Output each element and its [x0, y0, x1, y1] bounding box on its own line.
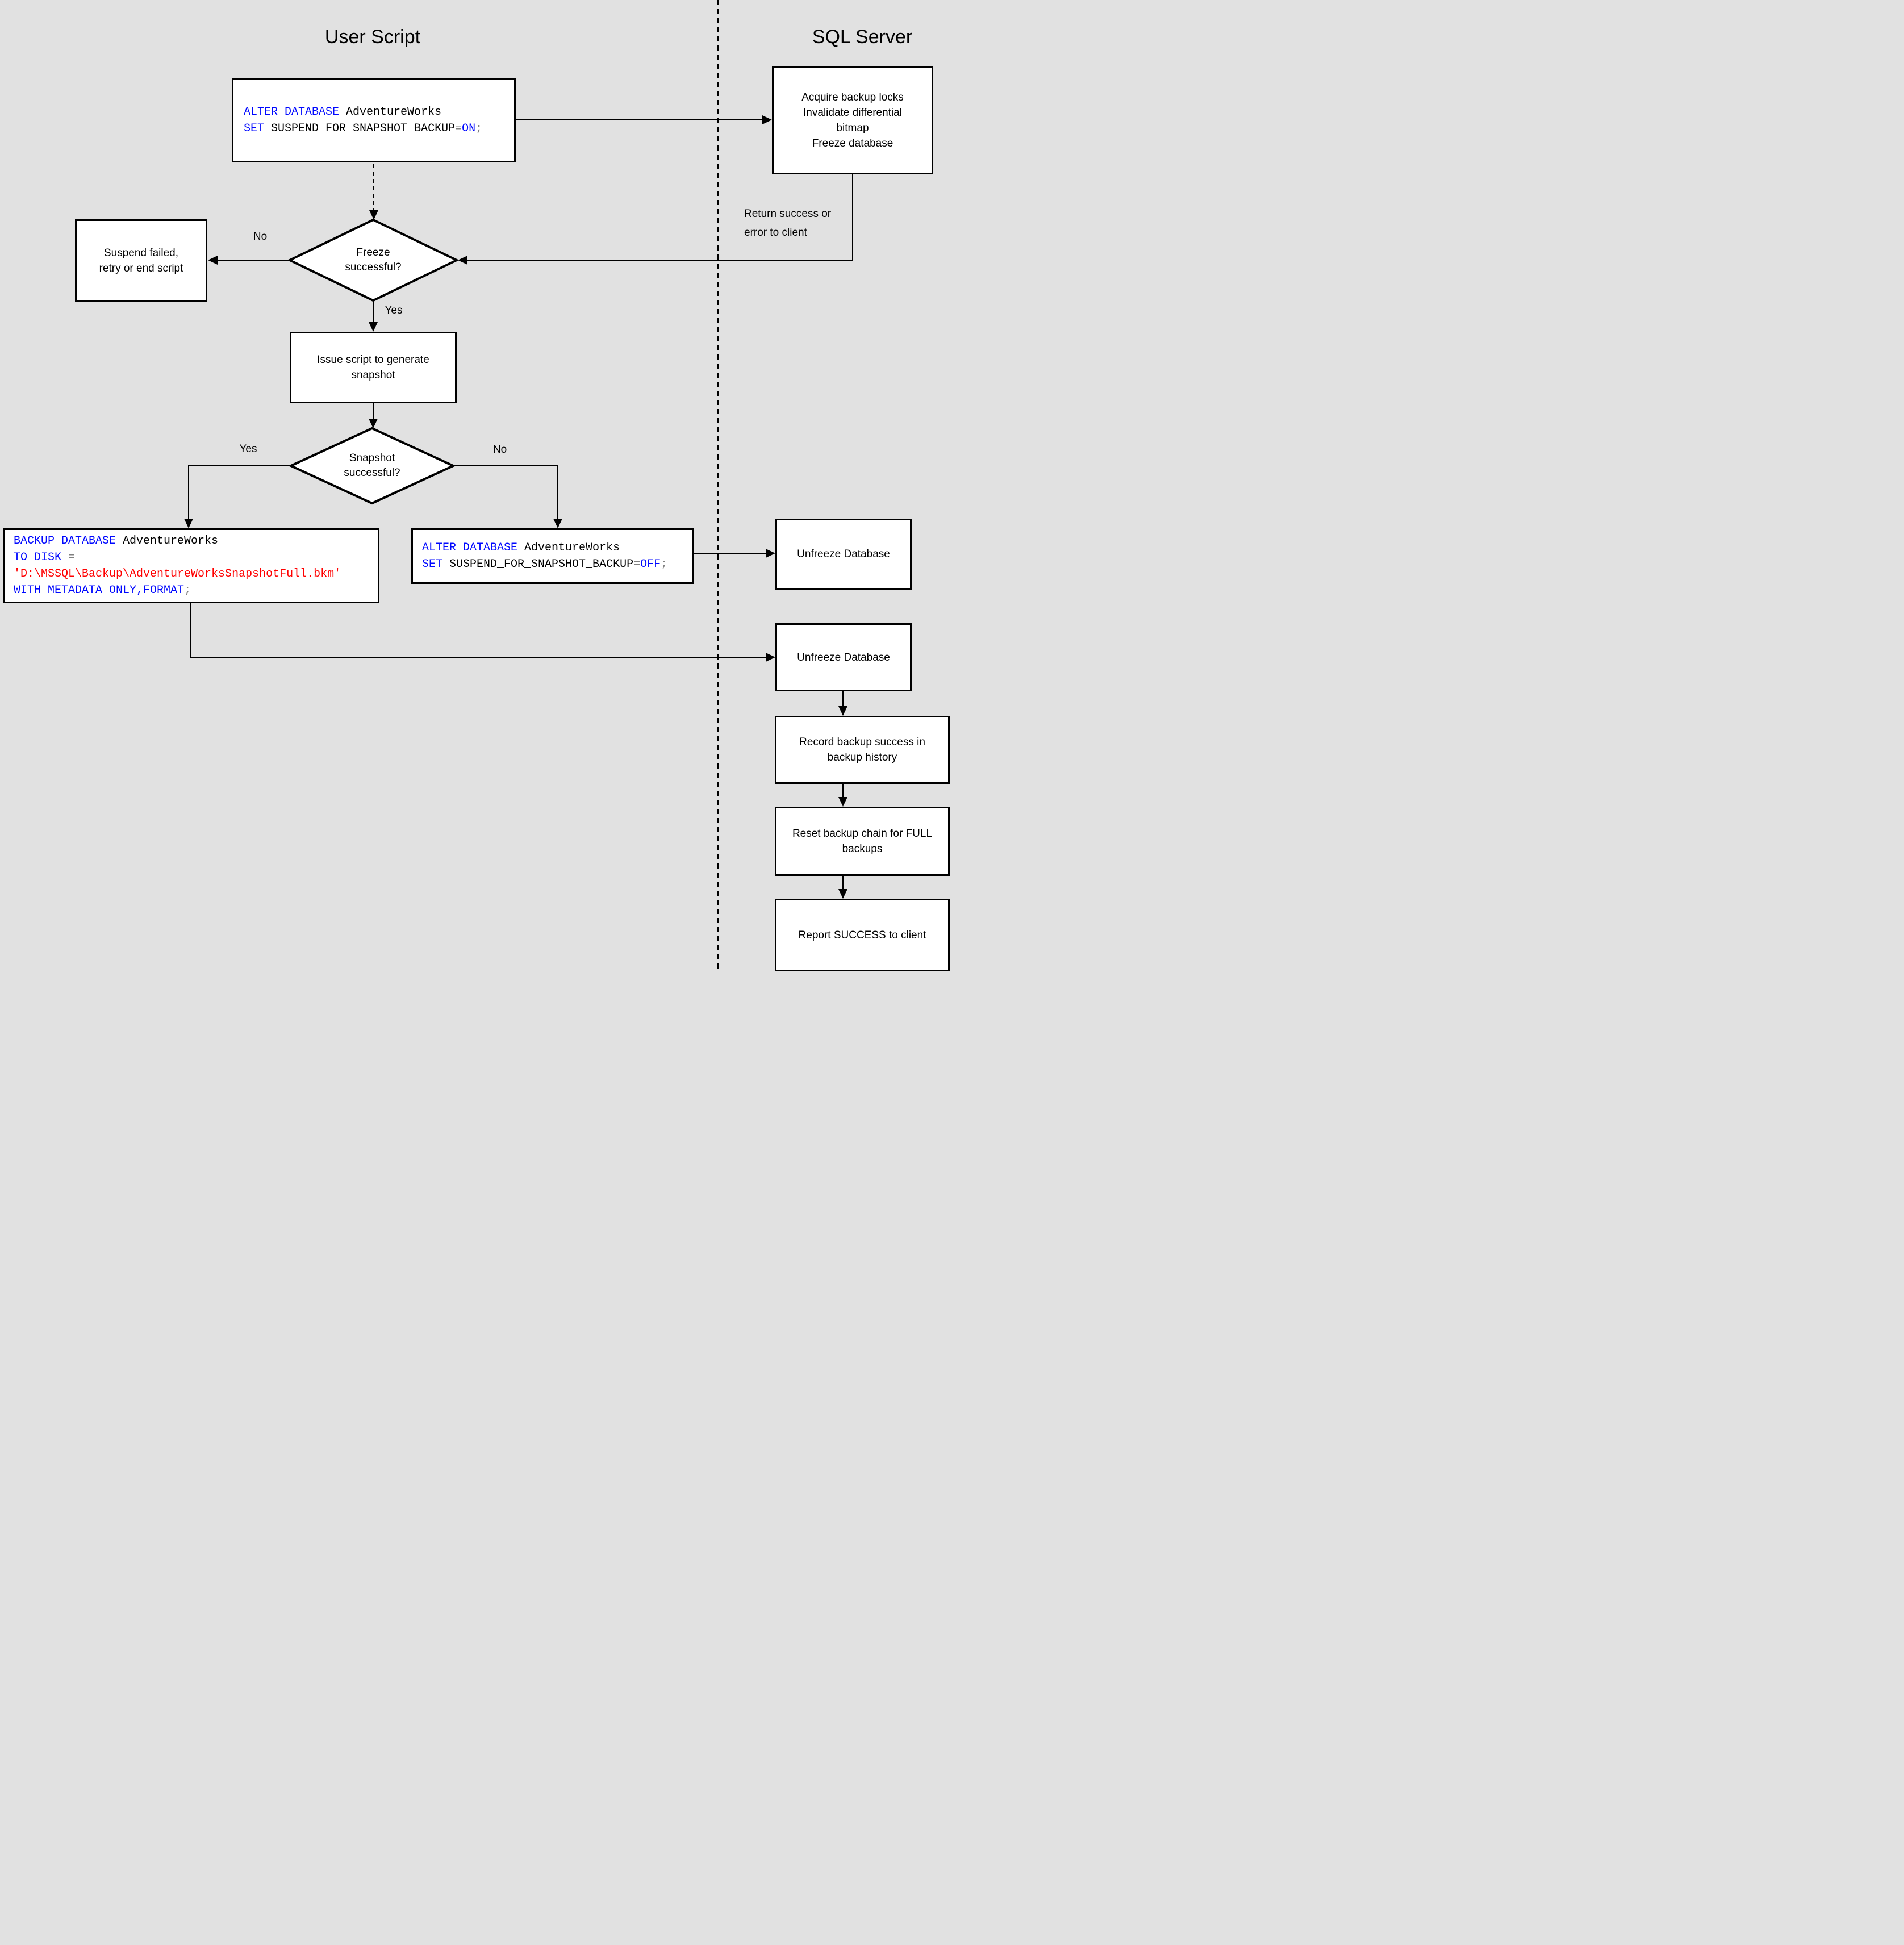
code-line: ALTER DATABASE AdventureWorks	[244, 104, 441, 120]
code-line: BACKUP DATABASE AdventureWorks	[14, 533, 218, 549]
edge-label-snapshot-yes: Yes	[239, 443, 257, 455]
code-operator: ;	[184, 584, 191, 597]
node-backup-database: BACKUP DATABASE AdventureWorks TO DISK =…	[3, 528, 379, 603]
code-operator: ;	[661, 558, 668, 571]
decision-snapshot-successful: Snapshot successful?	[291, 428, 453, 503]
code-text: SUSPEND_FOR_SNAPSHOT_BACKUP	[442, 558, 634, 571]
code-keyword: SET	[422, 558, 443, 571]
node-reset-backup-chain: Reset backup chain for FULL backups	[775, 807, 950, 876]
node-issue-snapshot-script: Issue script to generate snapshot	[290, 332, 457, 403]
node-unfreeze-database-1: Unfreeze Database	[775, 519, 912, 590]
label-line: error to client	[744, 227, 807, 239]
code-text: AdventureWorks	[517, 541, 620, 554]
node-line: Freeze	[356, 247, 390, 258]
connector-layer	[184, 0, 853, 972]
freeze-decision-shape	[287, 218, 460, 302]
node-line: Reset backup chain for FULL	[792, 828, 933, 840]
node-line: successful?	[345, 261, 402, 273]
code-keyword: ALTER DATABASE	[244, 105, 340, 119]
flowchart-canvas: User Script SQL Server ALTER DATABASE Ad…	[0, 0, 952, 972]
code-keyword: ON	[462, 122, 476, 135]
node-line: bitmap	[836, 122, 869, 134]
node-line: Freeze database	[812, 137, 893, 149]
node-line: Record backup success in	[799, 736, 925, 748]
title-user-script: User Script	[324, 26, 421, 48]
code-keyword: WITH METADATA_ONLY,FORMAT	[14, 584, 185, 597]
code-keyword: OFF	[640, 558, 661, 571]
code-keyword: SET	[244, 122, 265, 135]
edge-label-freeze-yes: Yes	[385, 304, 403, 316]
node-line: successful?	[344, 467, 400, 479]
code-line: SET SUSPEND_FOR_SNAPSHOT_BACKUP=OFF;	[422, 556, 667, 573]
node-report-success: Report SUCCESS to client	[775, 899, 950, 971]
node-line: Issue script to generate	[317, 354, 429, 366]
code-operator: =	[68, 551, 76, 564]
code-keyword: BACKUP DATABASE	[14, 535, 116, 548]
node-line: snapshot	[351, 369, 395, 381]
node-line: Snapshot	[349, 452, 395, 464]
label-return-success: Return success or error to client	[744, 204, 831, 242]
decision-freeze-successful: Freeze successful?	[290, 220, 457, 300]
edge-label-snapshot-no: No	[492, 444, 507, 456]
code-line: SET SUSPEND_FOR_SNAPSHOT_BACKUP=ON;	[244, 120, 482, 137]
code-line: TO DISK =	[14, 549, 75, 566]
code-line: 'D:\MSSQL\Backup\AdventureWorksSnapshotF…	[14, 566, 341, 582]
node-line: Unfreeze Database	[797, 548, 890, 560]
snapshot-decision-shape	[288, 427, 456, 505]
code-string: 'D:\MSSQL\Backup\AdventureWorksSnapshotF…	[14, 567, 341, 581]
node-record-backup-success: Record backup success in backup history	[775, 716, 950, 784]
code-text: AdventureWorks	[339, 105, 442, 119]
title-sql-server: SQL Server	[812, 26, 913, 48]
code-operator: ;	[475, 122, 483, 135]
code-operator: =	[633, 558, 641, 571]
node-line: Report SUCCESS to client	[798, 929, 926, 941]
node-line: Invalidate differential	[803, 107, 902, 119]
node-suspend-failed: Suspend failed, retry or end script	[75, 219, 207, 302]
node-unfreeze-database-2: Unfreeze Database	[775, 623, 912, 691]
node-acquire-backup-locks: Acquire backup locks Invalidate differen…	[772, 66, 933, 174]
node-alter-suspend-off: ALTER DATABASE AdventureWorks SET SUSPEN…	[411, 528, 694, 584]
edge-label-freeze-no: No	[253, 231, 268, 243]
code-text: SUSPEND_FOR_SNAPSHOT_BACKUP	[264, 122, 456, 135]
node-line: retry or end script	[99, 262, 183, 274]
code-text: AdventureWorks	[116, 535, 219, 548]
code-operator: =	[455, 122, 462, 135]
label-line: Return success or	[744, 208, 832, 220]
code-line: WITH METADATA_ONLY,FORMAT;	[14, 582, 191, 599]
node-line: backup history	[827, 752, 897, 763]
node-line: Suspend failed,	[104, 247, 178, 259]
node-line: Unfreeze Database	[797, 651, 890, 663]
code-keyword: TO DISK	[14, 551, 69, 564]
node-alter-suspend-on: ALTER DATABASE AdventureWorks SET SUSPEN…	[232, 78, 516, 162]
code-line: ALTER DATABASE AdventureWorks	[422, 540, 620, 556]
node-line: Acquire backup locks	[801, 91, 904, 103]
node-line: backups	[842, 843, 883, 855]
code-keyword: ALTER DATABASE	[422, 541, 518, 554]
